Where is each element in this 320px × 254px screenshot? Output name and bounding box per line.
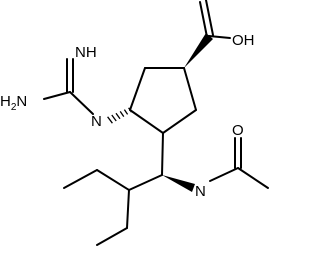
ring-to-sidechain-bond <box>161 132 164 176</box>
carbonyl-bond-2 <box>205 0 214 36</box>
ring-bond-left <box>129 67 146 111</box>
c-oh-bond <box>208 35 231 39</box>
imine-nh-label: NH <box>75 44 97 61</box>
wedge-bond-ring-to-cooh <box>184 33 213 68</box>
ethyl-upper-bond-2 <box>63 169 98 189</box>
amide-n-label: N <box>195 183 206 200</box>
guanidine-c-to-nh2-bond <box>43 91 71 100</box>
acetyl-methyl-bond <box>237 167 269 189</box>
skeletal-structure: OH N NH H2N N O <box>0 0 269 246</box>
ethyl-lower-bond-2 <box>96 227 128 246</box>
hydroxyl-label: OH <box>232 32 255 49</box>
ring-bond-bottom-right <box>162 109 197 134</box>
ethyl-upper-bond-1 <box>96 169 130 191</box>
n-to-guanidine-c-bond <box>69 91 94 115</box>
ring-bond-right <box>183 67 197 111</box>
ethyl-lower-bond-1 <box>126 189 130 229</box>
amide-n-to-carbonyl-bond <box>209 167 239 182</box>
hashed-bond-ring-to-guanidino <box>107 107 132 124</box>
ring-bond-bottom-left <box>129 109 164 134</box>
wedge-bond-to-amide-n <box>162 175 195 192</box>
amide-o-label: O <box>232 122 244 139</box>
amine-nh2-label: H2N <box>0 93 27 113</box>
carbonyl-bond-1 <box>199 1 208 38</box>
sidechain-to-ethylpropyl-bond <box>128 174 163 191</box>
guanidino-n-label: N <box>91 113 102 130</box>
